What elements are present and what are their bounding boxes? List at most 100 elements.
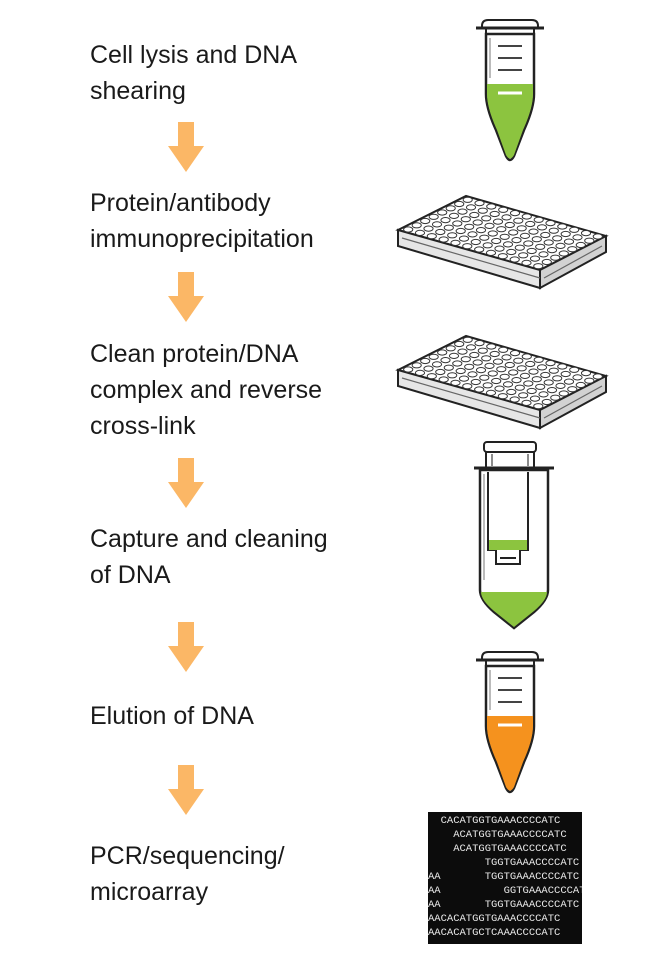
well	[530, 256, 539, 261]
well	[441, 358, 450, 363]
well-plate-icon: /* wells drawn by script below */	[392, 190, 614, 292]
well	[553, 376, 562, 381]
well	[436, 369, 445, 374]
well	[458, 209, 467, 214]
well	[446, 206, 455, 211]
well	[564, 239, 573, 244]
well	[546, 361, 555, 366]
sequence-line: CACATGGTGAAACCCCATC	[428, 814, 582, 828]
well	[412, 363, 421, 368]
well	[488, 371, 497, 376]
well	[527, 248, 536, 253]
well	[542, 399, 551, 404]
step-3-text: Clean protein/DNA complex and reverse cr…	[90, 336, 322, 444]
well	[507, 249, 516, 254]
well	[556, 383, 565, 388]
well	[527, 388, 536, 393]
well	[453, 361, 462, 366]
well	[536, 384, 545, 389]
well	[519, 393, 528, 398]
well	[455, 341, 464, 346]
well-plate-icon	[392, 330, 614, 432]
green-tube-icon	[470, 18, 550, 166]
well	[415, 230, 424, 235]
well	[449, 353, 458, 358]
well	[561, 371, 570, 376]
well	[537, 365, 546, 370]
well	[482, 216, 491, 221]
step-3-line-3: cross-link	[90, 408, 322, 444]
well	[570, 367, 579, 372]
well	[482, 356, 491, 361]
well	[498, 254, 507, 259]
well	[542, 259, 551, 264]
step-1-text: Cell lysis and DNA shearing	[90, 37, 297, 109]
well	[438, 210, 447, 215]
well	[470, 352, 479, 357]
step-1-line-2: shearing	[90, 73, 297, 109]
well	[509, 370, 518, 375]
sequence-line: TGGTGAAACCCCATC	[428, 856, 582, 870]
well	[459, 376, 468, 381]
well	[549, 228, 558, 233]
well	[570, 227, 579, 232]
well	[463, 384, 472, 389]
well	[522, 260, 531, 265]
well	[499, 347, 508, 352]
well	[593, 234, 602, 239]
well	[478, 348, 487, 353]
well	[444, 225, 453, 230]
well	[512, 378, 521, 383]
well	[456, 228, 465, 233]
well	[510, 397, 519, 402]
well	[593, 374, 602, 379]
well	[529, 369, 538, 374]
well	[544, 240, 553, 245]
well	[558, 364, 567, 369]
well	[463, 337, 472, 342]
well	[476, 228, 485, 233]
well	[564, 379, 573, 384]
well	[524, 241, 533, 246]
well	[515, 245, 524, 250]
well	[432, 222, 441, 227]
well	[573, 375, 582, 380]
well	[490, 351, 499, 356]
well	[532, 377, 541, 382]
well	[520, 373, 529, 378]
well	[485, 223, 494, 228]
sequence-line: AA TGGTGAAACCCCATC	[428, 870, 582, 884]
well	[458, 349, 467, 354]
well	[449, 213, 458, 218]
well	[551, 255, 560, 260]
well	[427, 234, 436, 239]
well	[453, 221, 462, 226]
well	[466, 205, 475, 210]
well	[404, 227, 413, 232]
well	[427, 374, 436, 379]
well	[475, 341, 484, 346]
well	[544, 380, 553, 385]
well	[438, 350, 447, 355]
well	[424, 366, 433, 371]
sequence-line: AACACATGGTGAAACCCCATC	[428, 912, 582, 926]
well	[461, 217, 470, 222]
well	[512, 238, 521, 243]
well	[475, 387, 484, 392]
well	[532, 237, 541, 242]
well	[473, 360, 482, 365]
step-3-line-2: complex and reverse	[90, 372, 322, 408]
well	[519, 253, 528, 258]
step-4-line-2: of DNA	[90, 557, 328, 593]
well	[463, 197, 472, 202]
well	[404, 367, 413, 372]
well	[551, 395, 560, 400]
well	[455, 201, 464, 206]
well	[497, 227, 506, 232]
well	[547, 248, 556, 253]
well	[439, 377, 448, 382]
sequence-line: ACATGGTGAAACCCCATC	[428, 842, 582, 856]
well	[471, 379, 480, 384]
well	[526, 361, 535, 366]
well	[530, 396, 539, 401]
